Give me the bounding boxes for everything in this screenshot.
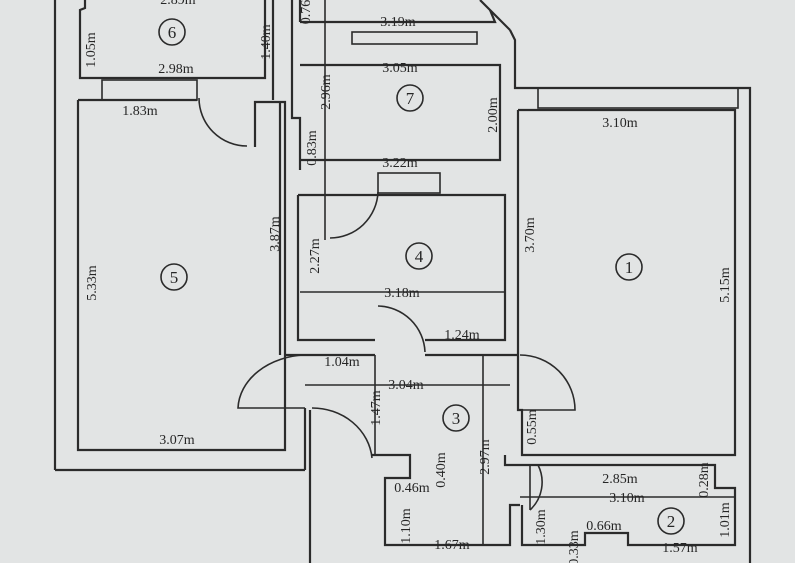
dim-label: 3.18m	[384, 286, 420, 301]
dim-label: 2.89m	[160, 0, 196, 8]
room-4-label: 4	[415, 247, 424, 266]
dim-label: 2.00m	[486, 97, 501, 133]
dim-label: 2.97m	[478, 439, 493, 475]
room-5-label: 5	[170, 268, 179, 287]
dim-label: 1.47m	[369, 390, 384, 426]
dim-label: 2.27m	[308, 238, 323, 274]
dim-label: 1.04m	[324, 355, 360, 370]
dim-label: 3.19m	[380, 15, 416, 30]
dim-label: 1.24m	[444, 328, 480, 343]
dimension-labels: 2.89m 1.05m 1.40m 2.98m 1.83m 5.33m 3.87…	[84, 0, 733, 563]
dim-label: 5.33m	[85, 265, 100, 301]
dim-label: 1.83m	[122, 104, 158, 119]
dim-label: 0.55m	[525, 409, 540, 445]
dim-label: 3.10m	[602, 116, 638, 131]
dim-label: 2.96m	[319, 74, 334, 110]
room-6-label: 6	[168, 23, 177, 42]
dim-label: 0.76	[299, 0, 314, 24]
dim-label: 1.67m	[434, 538, 470, 553]
dim-label: 0.46m	[394, 481, 430, 496]
dim-label: 3.07m	[159, 433, 195, 448]
dim-label: 0.40m	[434, 452, 449, 488]
dim-label: 3.70m	[523, 217, 538, 253]
dim-label: 3.05m	[382, 61, 418, 76]
dim-label: 1.30m	[534, 509, 549, 545]
dim-label: 2.85m	[602, 472, 638, 487]
dim-label: 0.66m	[586, 519, 622, 534]
dim-label: 1.05m	[84, 32, 99, 68]
dim-label: 0.33m	[567, 530, 582, 563]
room-7-label: 7	[406, 89, 415, 108]
dim-label: 2.98m	[158, 62, 194, 77]
dim-label: 3.22m	[382, 156, 418, 171]
room-labels: 1 2 3 4 5 6 7	[158, 18, 685, 535]
dim-label: 1.01m	[718, 502, 733, 538]
dim-label: 1.40m	[259, 24, 274, 60]
dim-label: 0.28m	[697, 462, 712, 498]
dim-label: 1.10m	[399, 508, 414, 544]
room-2-label: 2	[667, 512, 676, 531]
walls	[53, 0, 752, 563]
dim-label: 0.83m	[305, 130, 320, 166]
dim-label: 3.87m	[268, 216, 283, 252]
dim-label: 5.15m	[718, 267, 733, 303]
dim-label: 3.10m	[609, 491, 645, 506]
room-1-label: 1	[625, 258, 634, 277]
dim-label: 1.57m	[662, 541, 698, 556]
room-3-label: 3	[452, 409, 461, 428]
dim-label: 3.04m	[388, 378, 424, 393]
